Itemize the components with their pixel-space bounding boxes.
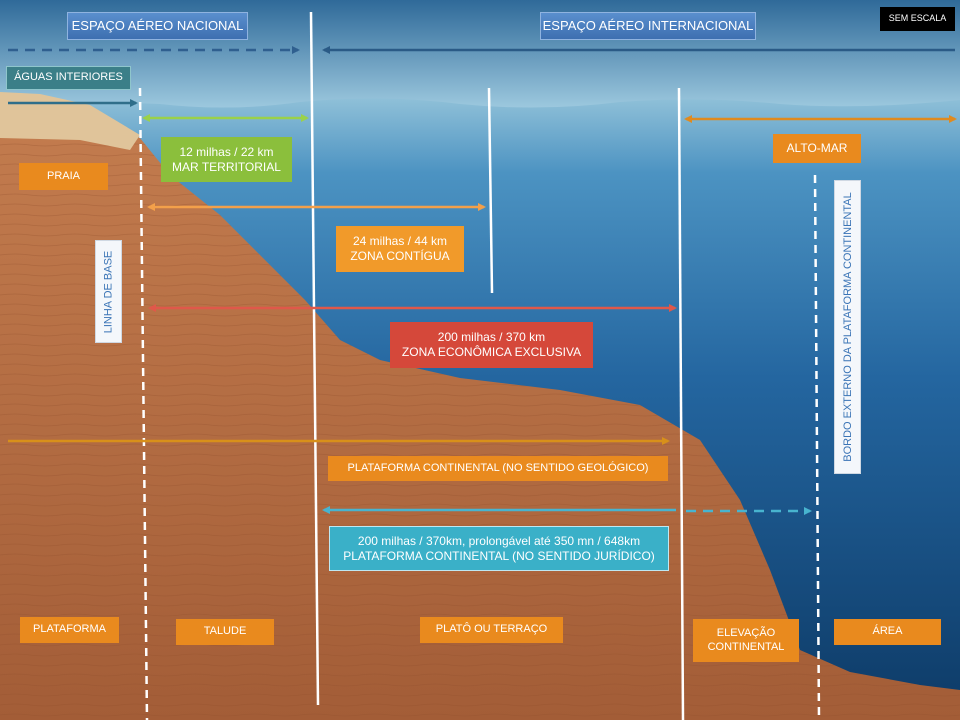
zee-name: ZONA ECONÔMICA EXCLUSIVA [401,345,582,359]
mar-territorial-name: MAR TERRITORIAL [172,159,281,174]
sem-escala-label: SEM ESCALA [880,7,955,31]
seabed-strata [0,95,960,720]
beach-sand [0,92,140,150]
zona-contigua-dist: 24 milhas / 44 km [352,234,448,248]
baseline-dashed-line [138,87,149,720]
zona-contigua-label: 24 milhas / 44 km ZONA CONTÍGUA [336,226,464,272]
territorial-limit-line [309,11,320,706]
plataforma-juridico-label: 200 milhas / 370km, prolongável até 350 … [329,526,669,571]
plataforma-geologico-label: PLATAFORMA CONTINENTAL (NO SENTIDO GEOLÓ… [328,456,668,481]
plato-label: PLATÔ OU TERRAÇO [420,617,563,643]
praia-label: PRAIA [19,163,108,190]
contiguous-limit-line [487,87,494,294]
shelf-outer-edge-dashed-line [813,174,821,720]
alto-mar-text: ALTO-MAR [786,141,848,155]
praia-text: PRAIA [46,169,80,182]
zee-label: 200 milhas / 370 km ZONA ECONÔMICA EXCLU… [390,322,593,368]
plato-text: PLATÔ OU TERRAÇO [435,623,548,636]
espaco-nacional-label: ESPAÇO AÉREO NACIONAL [67,12,248,40]
espaco-internacional-label: ESPAÇO AÉREO INTERNACIONAL [540,12,756,40]
alto-mar-label: ALTO-MAR [773,134,861,163]
eez-limit-line [677,87,685,720]
elevacao-line-2: CONTINENTAL [707,640,785,653]
plataforma-juridico-name: PLATAFORMA CONTINENTAL (NO SENTIDO JURÍD… [343,548,655,563]
espaco-nacional-text: ESPAÇO AÉREO NACIONAL [71,17,244,33]
plataforma-geologico-text: PLATAFORMA CONTINENTAL (NO SENTIDO GEOLÓ… [347,461,649,474]
zee-dist: 200 milhas / 370 km [437,330,546,344]
aguas-interiores-text: ÁGUAS INTERIORES [14,71,123,84]
area-label: ÁREA [834,619,941,645]
elevacao-line-1: ELEVAÇÃO [716,626,776,639]
plataforma-text: PLATAFORMA [33,623,106,636]
bordo-externo-text: BORDO EXTERNO DA PLATAFORMA CONTINENTAL [841,192,854,462]
linha-de-base-text: LINHA DE BASE [102,250,115,333]
mar-territorial-dist: 12 milhas / 22 km [179,144,274,159]
bordo-externo-label: BORDO EXTERNO DA PLATAFORMA CONTINENTAL [834,180,861,474]
sem-escala-text: SEM ESCALA [888,13,947,24]
mar-territorial-label: 12 milhas / 22 km MAR TERRITORIAL [161,137,292,182]
aguas-interiores-label: ÁGUAS INTERIORES [6,66,131,90]
talude-text: TALUDE [203,625,247,638]
area-text: ÁREA [872,625,903,638]
talude-label: TALUDE [176,619,274,645]
espaco-internacional-text: ESPAÇO AÉREO INTERNACIONAL [542,17,754,33]
plataforma-juridico-dist: 200 milhas / 370km, prolongável até 350 … [357,533,641,548]
elevacao-continental-label: ELEVAÇÃO CONTINENTAL [693,619,799,662]
plataforma-label: PLATAFORMA [20,617,119,643]
zona-contigua-name: ZONA CONTÍGUA [350,249,450,263]
linha-de-base-label: LINHA DE BASE [95,240,122,343]
